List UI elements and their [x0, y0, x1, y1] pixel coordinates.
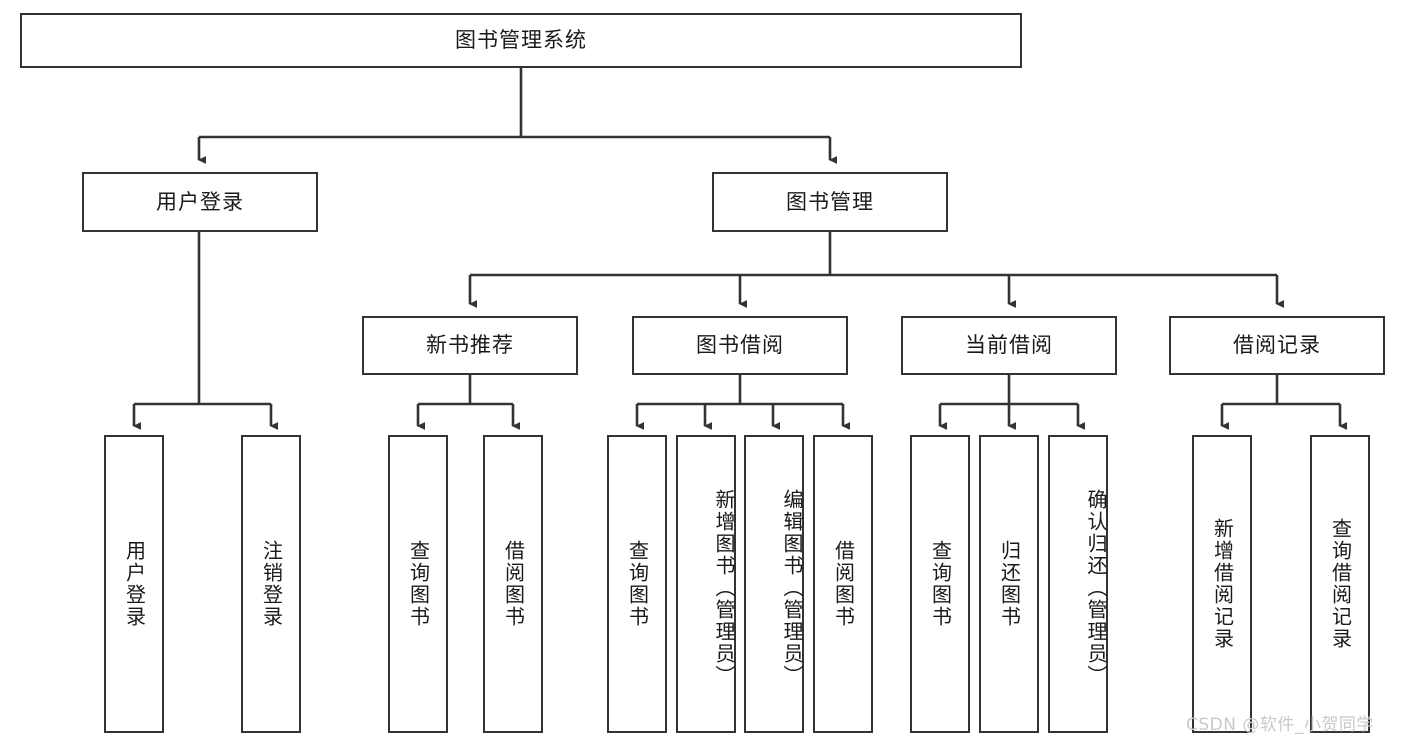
node-label: 新增借阅记录 [1210, 518, 1235, 650]
node-label: 借阅记录 [1233, 333, 1321, 358]
node-label: 当前借阅 [965, 333, 1053, 358]
node-leaf-add-book[interactable]: 新增图书（管理员） [676, 435, 736, 733]
node-leaf-query-record[interactable]: 查询借阅记录 [1310, 435, 1370, 733]
node-label: 新书推荐 [426, 333, 514, 358]
node-leaf-query-book-1[interactable]: 查询图书 [388, 435, 448, 733]
node-root-system[interactable]: 图书管理系统 [20, 13, 1022, 68]
node-leaf-borrow-book-2[interactable]: 借阅图书 [813, 435, 873, 733]
node-label: 编辑图书（管理员） [780, 489, 804, 687]
node-label: 图书管理 [786, 189, 874, 214]
node-new-book-recommend[interactable]: 新书推荐 [362, 316, 578, 375]
node-label: 确认归还（管理员） [1084, 489, 1108, 687]
node-leaf-edit-book[interactable]: 编辑图书（管理员） [744, 435, 804, 733]
node-user-login[interactable]: 用户登录 [82, 172, 318, 232]
node-book-borrow[interactable]: 图书借阅 [632, 316, 848, 375]
node-label: 查询图书 [406, 540, 431, 628]
node-label: 查询借阅记录 [1328, 518, 1353, 650]
node-label: 图书管理系统 [455, 28, 587, 53]
node-borrow-records[interactable]: 借阅记录 [1169, 316, 1385, 375]
node-leaf-query-book-2[interactable]: 查询图书 [607, 435, 667, 733]
node-label: 用户登录 [122, 540, 147, 628]
node-label: 归还图书 [997, 540, 1022, 628]
node-leaf-user-login[interactable]: 用户登录 [104, 435, 164, 733]
node-book-management[interactable]: 图书管理 [712, 172, 948, 232]
node-label: 注销登录 [259, 540, 284, 628]
node-leaf-add-record[interactable]: 新增借阅记录 [1192, 435, 1252, 733]
node-label: 图书借阅 [696, 333, 784, 358]
node-label: 用户登录 [156, 189, 244, 214]
node-leaf-borrow-book-1[interactable]: 借阅图书 [483, 435, 543, 733]
node-leaf-confirm-return[interactable]: 确认归还（管理员） [1048, 435, 1108, 733]
node-leaf-return-book[interactable]: 归还图书 [979, 435, 1039, 733]
csdn-watermark: CSDN @软件_小贺同学 [1186, 715, 1374, 735]
node-leaf-logout-login[interactable]: 注销登录 [241, 435, 301, 733]
node-label: 查询图书 [625, 540, 650, 628]
node-label: 借阅图书 [501, 540, 526, 628]
node-label: 新增图书（管理员） [712, 489, 736, 687]
node-leaf-query-book-3[interactable]: 查询图书 [910, 435, 970, 733]
node-label: 借阅图书 [831, 540, 856, 628]
node-label: 查询图书 [928, 540, 953, 628]
node-current-borrow[interactable]: 当前借阅 [901, 316, 1117, 375]
